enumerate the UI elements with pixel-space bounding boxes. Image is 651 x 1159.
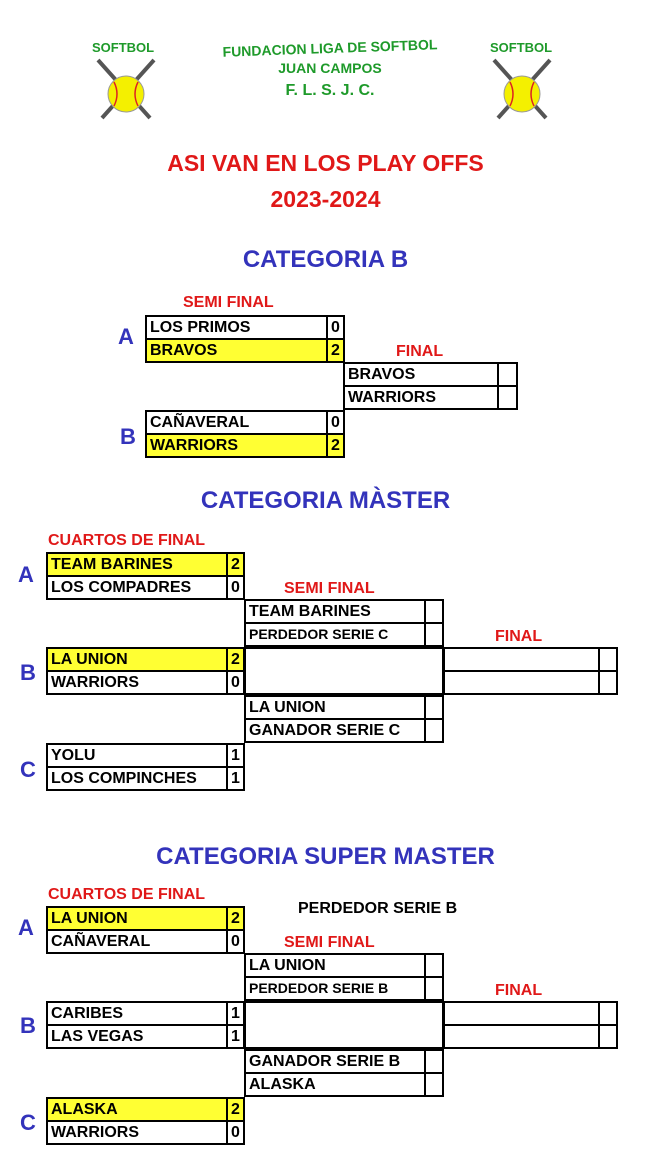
score-cell: 0	[226, 575, 245, 600]
semi-score-cell	[424, 1072, 444, 1097]
final-score-cell	[598, 670, 618, 695]
group-letter: A	[118, 324, 134, 349]
score-cell: 1	[226, 766, 245, 791]
semi-team-cell: ALASKA	[244, 1072, 426, 1097]
semi-team-cell: PERDEDOR SERIE B	[244, 976, 426, 1001]
final-score-cell	[497, 362, 518, 387]
final-team-cell	[443, 1001, 600, 1026]
group-letter: B	[120, 424, 136, 449]
team-cell: CAÑAVERAL	[145, 410, 328, 435]
category-b-title: CATEGORIA B	[242, 246, 409, 273]
logo-text: SOFTBOL	[92, 40, 155, 55]
team-cell-winner: LA UNION	[46, 647, 228, 672]
score-cell-winner: 2	[326, 338, 345, 363]
semi-final-label: SEMI FINAL	[284, 580, 375, 597]
score-cell: 1	[226, 743, 245, 768]
semi-score-cell	[424, 718, 444, 743]
semi-team-cell: PERDEDOR SERIE C	[244, 622, 426, 647]
score-cell: 0	[226, 929, 245, 954]
org-subname: JUAN CAMPOS	[278, 60, 382, 76]
team-cell-winner: TEAM BARINES	[46, 552, 228, 577]
quarterfinal-label: CUARTOS DE FINAL	[48, 886, 206, 903]
team-cell: LOS PRIMOS	[145, 315, 328, 340]
group-letter: C	[20, 757, 36, 782]
team-cell-winner: WARRIORS	[145, 433, 328, 458]
score-cell: 1	[226, 1024, 245, 1049]
team-cell-winner: LA UNION	[46, 906, 228, 931]
softball-icon	[96, 58, 156, 120]
group-letter: A	[18, 562, 34, 587]
org-name: FUNDACION LIGA DE SOFTBOL	[222, 36, 438, 60]
bracket-connector	[244, 647, 444, 695]
softball-logo-left: SOFTBOL	[90, 36, 162, 126]
score-cell-winner: 2	[326, 433, 345, 458]
category-super-master-title: CATEGORIA SUPER MASTER	[156, 843, 495, 870]
final-score-cell	[497, 385, 518, 410]
softball-logo-right: SOFTBOL	[486, 36, 558, 126]
semi-team-cell: LA UNION	[244, 695, 426, 720]
semi-team-cell: LA UNION	[244, 953, 426, 978]
semi-score-cell	[424, 622, 444, 647]
group-letter: C	[20, 1110, 36, 1135]
group-letter: B	[20, 1013, 36, 1038]
semi-team-cell: TEAM BARINES	[244, 599, 426, 624]
org-abbreviation: F. L. S. J. C.	[285, 82, 375, 99]
group-letter: B	[20, 660, 36, 685]
final-label: FINAL	[495, 982, 543, 999]
final-score-cell	[598, 1001, 618, 1026]
semi-score-cell	[424, 599, 444, 624]
team-cell: CARIBES	[46, 1001, 228, 1026]
final-team-cell: WARRIORS	[343, 385, 499, 410]
final-score-cell	[598, 647, 618, 672]
score-cell: 0	[226, 1120, 245, 1145]
final-score-cell	[598, 1024, 618, 1049]
team-cell: LAS VEGAS	[46, 1024, 228, 1049]
score-cell-winner: 2	[226, 906, 245, 931]
bracket-connector	[244, 1001, 444, 1049]
final-label: FINAL	[495, 628, 543, 645]
score-cell-winner: 2	[226, 552, 245, 577]
semi-team-cell: GANADOR SERIE C	[244, 718, 426, 743]
semi-final-label: SEMI FINAL	[284, 934, 375, 951]
score-cell: 0	[326, 410, 345, 435]
final-label: FINAL	[396, 343, 444, 360]
category-master-title: CATEGORIA MÀSTER	[200, 487, 451, 514]
logo-text: SOFTBOL	[490, 40, 553, 55]
score-cell-winner: 2	[226, 1097, 245, 1122]
note-label: PERDEDOR SERIE B	[298, 900, 458, 917]
score-cell: 0	[326, 315, 345, 340]
team-cell: CAÑAVERAL	[46, 929, 228, 954]
group-letter: A	[18, 915, 34, 940]
page-title: ASI VAN EN LOS PLAY OFFS	[167, 150, 484, 176]
quarterfinal-label: CUARTOS DE FINAL	[48, 532, 206, 549]
team-cell: LOS COMPADRES	[46, 575, 228, 600]
semi-score-cell	[424, 976, 444, 1001]
final-team-cell	[443, 1024, 600, 1049]
score-cell: 0	[226, 670, 245, 695]
team-cell-winner: BRAVOS	[145, 338, 328, 363]
team-cell: YOLU	[46, 743, 228, 768]
score-cell: 1	[226, 1001, 245, 1026]
final-team-cell	[443, 670, 600, 695]
team-cell: LOS COMPINCHES	[46, 766, 228, 791]
semi-score-cell	[424, 695, 444, 720]
softball-icon	[492, 58, 552, 120]
semi-score-cell	[424, 1049, 444, 1074]
page-subtitle: 2023-2024	[270, 186, 381, 212]
semi-score-cell	[424, 953, 444, 978]
team-cell-winner: ALASKA	[46, 1097, 228, 1122]
semi-final-label: SEMI FINAL	[183, 294, 274, 311]
score-cell-winner: 2	[226, 647, 245, 672]
team-cell: WARRIORS	[46, 1120, 228, 1145]
semi-team-cell: GANADOR SERIE B	[244, 1049, 426, 1074]
final-team-cell	[443, 647, 600, 672]
team-cell: WARRIORS	[46, 670, 228, 695]
final-team-cell: BRAVOS	[343, 362, 499, 387]
